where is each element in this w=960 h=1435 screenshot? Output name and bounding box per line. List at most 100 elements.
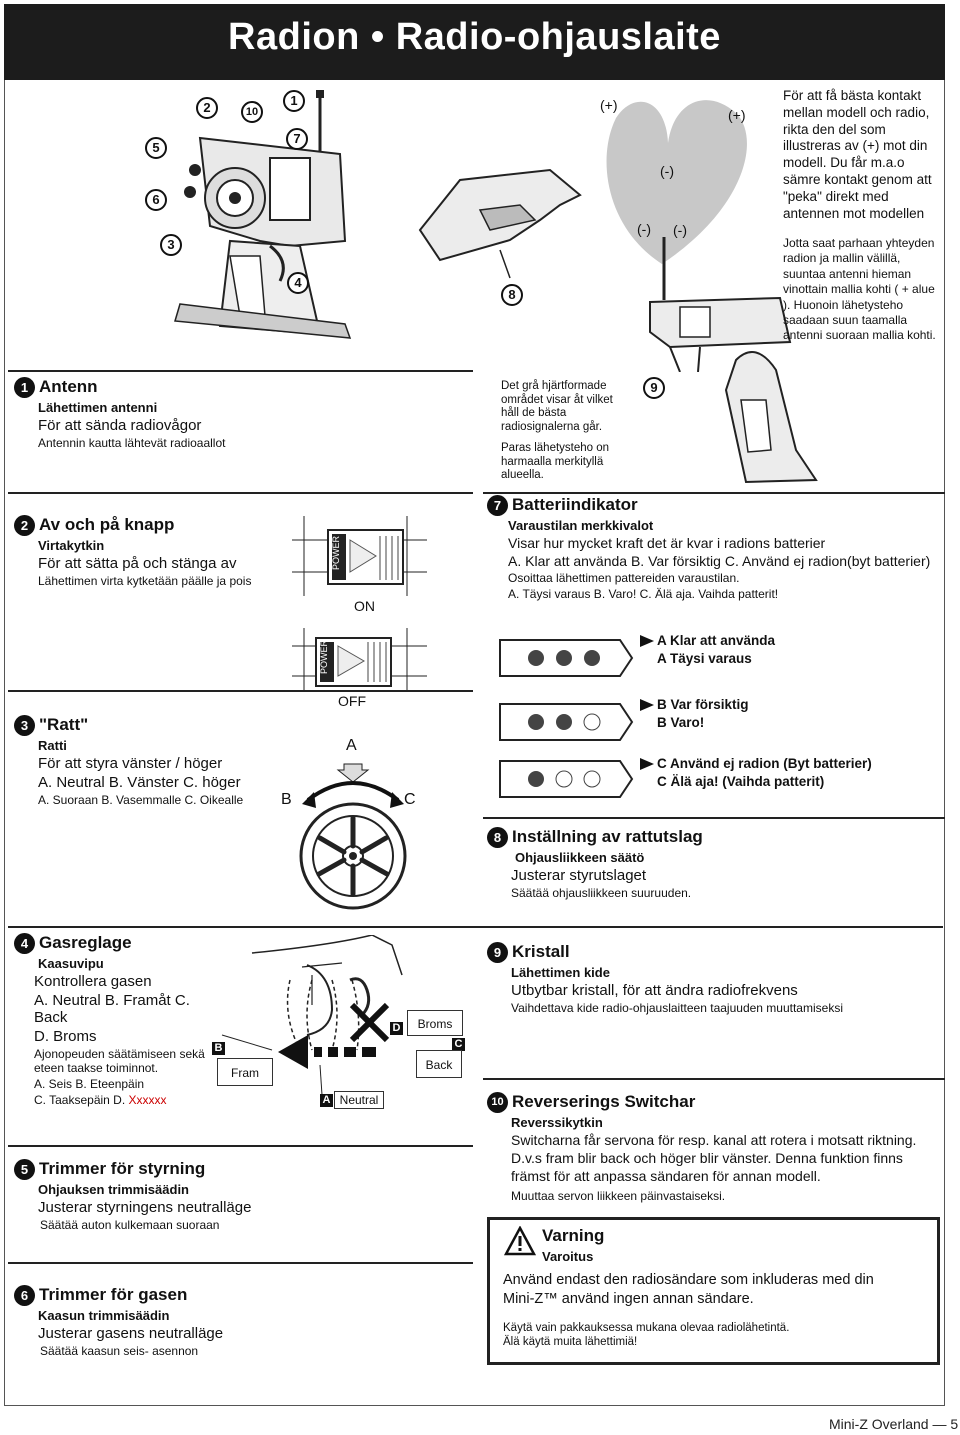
throttle-fi2: A. Seis B. Eteenpäin <box>34 1077 145 1092</box>
antenna-fi-title: Lähettimen antenni <box>38 400 158 416</box>
steer-trim-sv: Justerar styrningens neutralläge <box>38 1199 252 1217</box>
page-footer: Mini-Z Overland — 5 <box>829 1416 959 1432</box>
throttle-title: Gasreglage <box>39 933 132 952</box>
steer-trim-fi: Säätää auton kulkemaan suoraan <box>40 1218 220 1233</box>
power-off-label: OFF <box>338 693 366 709</box>
power-switch-label: POWER <box>331 535 341 570</box>
battery-a-labels: A Klar att använda A Täysi varaus <box>640 633 775 666</box>
power-switch-off: POWER <box>292 628 427 692</box>
throttle-trim-fi: Säätää kaasun seis- asennon <box>40 1344 199 1359</box>
callout-7: 7 <box>286 128 308 150</box>
callout-6: 6 <box>145 189 167 211</box>
throttle-trigger-illustration <box>221 935 452 1096</box>
callout-9: 9 <box>643 377 665 399</box>
wheel-sv2: A. Neutral B. Vänster C. höger <box>38 774 241 792</box>
divider <box>8 370 473 372</box>
reversing-fi: Muuttaa servon liikkeen päinvastaiseksi. <box>511 1189 726 1204</box>
divider <box>8 1145 473 1147</box>
throttle-fi-title: Kaasuvipu <box>38 956 104 972</box>
battery-title: Batteriindikator <box>512 495 638 514</box>
top-right-fi-text: Jotta saat parhaan yhteyden radion ja ma… <box>783 236 936 343</box>
reversing-fi-title: Reverssikytkin <box>511 1115 603 1131</box>
warning-title: Varning <box>542 1226 605 1245</box>
steer-trim-fi-title: Ohjauksen trimmisäädin <box>38 1182 189 1198</box>
pointer-icon <box>640 635 654 648</box>
wheel-fi: A. Suoraan B. Vasemmalle C. Oikealle <box>38 793 244 808</box>
top-right-sv-text: För att få bästa kontakt mellan modell o… <box>783 88 932 221</box>
warning-icon <box>504 1226 536 1256</box>
throttle-tag-d: D <box>390 1022 403 1035</box>
throttle-tag-b: B <box>212 1042 225 1055</box>
heart-minus-left: (-) <box>637 221 651 237</box>
warning-fi-title: Varoitus <box>542 1249 594 1264</box>
callout-10: 10 <box>241 101 263 123</box>
heart-signal-area <box>606 100 747 264</box>
antenna-sv: För att sända radiovågor <box>38 417 202 435</box>
steering-rate-title: Inställning av rattutslag <box>512 827 703 846</box>
warning-sv: Använd endast den radiosändare som inklu… <box>503 1272 874 1307</box>
heart-plus-right: (+) <box>728 107 746 123</box>
callout-8: 8 <box>501 284 523 306</box>
page-header: Radion • Radio-ohjauslaite <box>4 4 945 80</box>
transmitter-grip-illustration <box>724 351 818 484</box>
power-switch-label: POWER <box>319 639 329 674</box>
heart-minus-top: (-) <box>660 163 674 179</box>
throttle-sv1: Kontrollera gasen <box>34 973 152 991</box>
section-wheel: 3"Ratt" Ratti För att styra vänster / hö… <box>14 715 243 807</box>
battery-indicator-b <box>499 703 634 741</box>
reversing-title: Reverserings Switchar <box>512 1092 696 1111</box>
throttle-fram-label: Fram <box>217 1058 273 1086</box>
battery-sv2: A. Klar att använda B. Var försiktig C. … <box>508 553 931 570</box>
battery-fi-title: Varaustilan merkkivalot <box>508 518 654 534</box>
reversing-sv3: främst för att anpassa sändaren för anna… <box>511 1168 821 1185</box>
wheel-label-c: C <box>404 791 416 808</box>
power-fi-title: Virtakytkin <box>38 538 105 554</box>
transmitter-illustration <box>174 90 352 339</box>
pointer-icon <box>640 699 654 712</box>
warning-fi: Käytä vain pakkauksessa mukana olevaa ra… <box>503 1322 790 1348</box>
heart-note-fi: Paras lähetysteho on harmaalla merkityll… <box>501 442 610 482</box>
throttle-trim-fi-title: Kaasun trimmisäädin <box>38 1308 170 1324</box>
callout-2: 2 <box>196 97 218 119</box>
battery-indicator-a <box>499 639 634 677</box>
divider <box>8 1262 473 1264</box>
wheel-label-a: A <box>346 737 357 754</box>
power-switch-on: POWER <box>292 516 427 596</box>
divider <box>8 690 473 692</box>
power-on-label: ON <box>354 598 375 614</box>
crystal-sv: Utbytbar kristall, för att ändra radiofr… <box>511 982 798 1000</box>
steer-trim-title: Trimmer för styrning <box>39 1159 206 1178</box>
divider <box>483 492 945 494</box>
callout-1: 1 <box>283 90 305 112</box>
crystal-fi: Vaihdettava kide radio-ohjauslaitteen ta… <box>511 1001 843 1016</box>
steering-rate-fi-title: Ohjausliikkeen säätö <box>515 850 645 866</box>
divider <box>483 817 945 819</box>
throttle-sv3: D. Broms <box>34 1028 97 1046</box>
power-fi: Lähettimen virta kytketään päälle ja poi… <box>38 574 252 589</box>
reversing-sv1: Switcharna får servona för resp. kanal a… <box>511 1132 917 1149</box>
battery-b-labels: B Var försiktig B Varo! <box>640 697 749 730</box>
callout-3: 3 <box>160 234 182 256</box>
power-title: Av och på knapp <box>39 515 175 534</box>
battery-sv1: Visar hur mycket kraft det är kvar i rad… <box>508 535 826 552</box>
throttle-tag-c: C <box>452 1038 465 1051</box>
antenna-title: Antenn <box>39 377 98 396</box>
callout-5: 5 <box>145 137 167 159</box>
pointer-icon <box>640 758 654 771</box>
steering-rate-illustration <box>418 168 582 279</box>
transmitter-side-illustration <box>649 237 792 372</box>
throttle-fi3: C. Taaksepäin D. Xxxxxx <box>34 1093 167 1108</box>
wheel-title: "Ratt" <box>39 715 89 734</box>
reversing-sv2: D.v.s fram blir back och höger blir väns… <box>511 1150 903 1167</box>
divider <box>483 1078 945 1080</box>
battery-fi1: Osoittaa lähettimen pattereiden varausti… <box>508 571 740 586</box>
battery-c-labels: C Använd ej radion (Byt batterier) C Älä… <box>640 756 872 789</box>
